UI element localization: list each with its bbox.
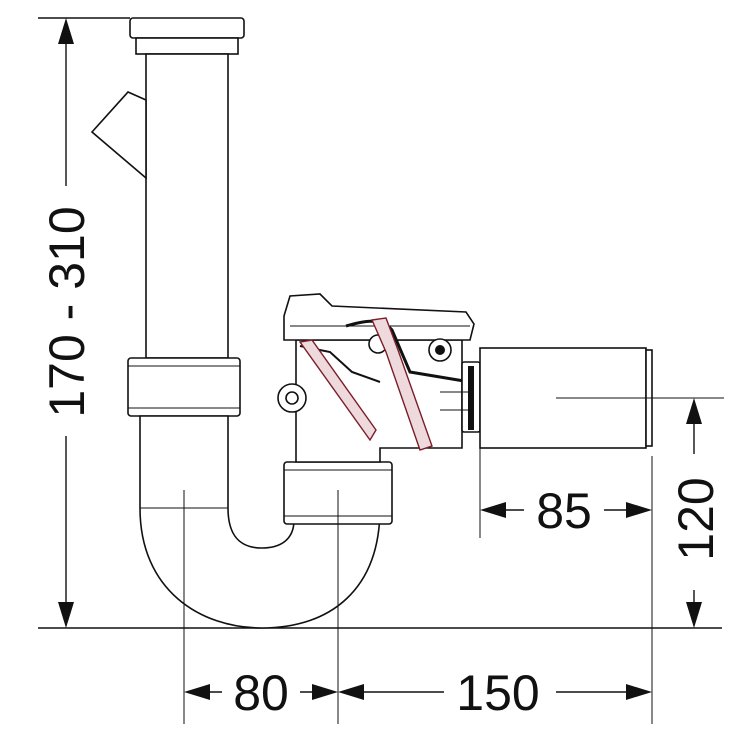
- tailpiece: [90, 17, 245, 359]
- extension-lines: [183, 397, 724, 724]
- height-range-label: 170 - 310: [39, 206, 95, 417]
- valve-flaps: [298, 317, 433, 451]
- dimension-height-range: 170 - 310: [39, 18, 95, 628]
- outlet-length-label: 85: [536, 483, 592, 539]
- union-nut-left: [127, 357, 241, 417]
- dimension-outlet-height: 120: [668, 398, 724, 628]
- outlet-height-label: 120: [668, 477, 724, 560]
- dimension-trap-spacing: 80: [184, 665, 338, 721]
- dimension-horizontal-offset: 150: [338, 665, 652, 721]
- horizontal-offset-label: 150: [456, 665, 539, 721]
- trap-spacing-label: 80: [233, 665, 289, 721]
- dimension-outlet-length: 85: [480, 483, 652, 539]
